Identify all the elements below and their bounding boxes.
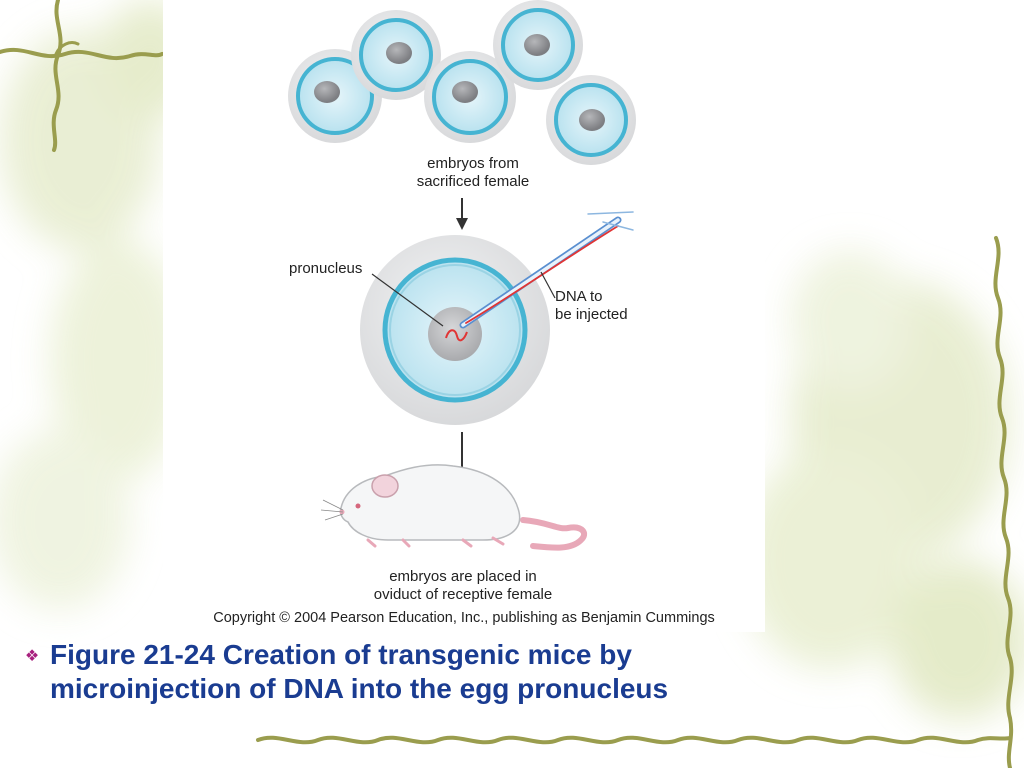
- diamond-bullet-icon: ❖: [24, 648, 40, 665]
- embryo-cell: [351, 10, 441, 100]
- leaf-wash-right: [740, 250, 1024, 720]
- vine-border-right: [993, 236, 1014, 768]
- mouse-ear-icon: [371, 474, 399, 498]
- embryo-cell: [288, 49, 382, 143]
- arrow-down-1: [456, 198, 468, 230]
- vine-border-bottom: [256, 735, 1012, 745]
- dna-leader: [540, 271, 556, 299]
- figure-panel: embryos from sacrificed female pronucleu…: [163, 0, 765, 632]
- label-line: embryos from: [427, 155, 519, 172]
- caption-text: Figure 21-24 Creation of transgenic mice…: [50, 639, 669, 704]
- leaf-wash-left: [0, 0, 200, 610]
- mouse-illustration: [320, 464, 588, 551]
- label-line: oviduct of receptive female: [373, 586, 553, 603]
- label-line: be injected: [555, 306, 628, 323]
- label-line: DNA to: [555, 288, 603, 305]
- embryo-cluster: [288, 0, 636, 165]
- injection-embryo: [360, 235, 550, 425]
- embryo-cell: [546, 75, 636, 165]
- microinjection-figure: [288, 0, 636, 551]
- vine-border-top-left: [0, 0, 164, 152]
- micropipette: [459, 211, 634, 329]
- label-pronucleus: pronucleus: [289, 260, 363, 277]
- embryo-cell: [493, 0, 583, 90]
- label-embryos-from-female: embryos from sacrificed female: [383, 155, 563, 191]
- copyright-notice: Copyright © 2004 Pearson Education, Inc.…: [213, 610, 715, 626]
- mouse-eye-icon: [355, 503, 361, 509]
- label-embryos-placed: embryos are placed in oviduct of recepti…: [358, 568, 568, 604]
- pronucleus-leader: [371, 273, 444, 327]
- slide-caption: ❖ Figure 21-24 Creation of transgenic mi…: [14, 638, 804, 706]
- label-line: embryos are placed in: [389, 568, 537, 585]
- label-dna-to-be-injected: DNA to be injected: [555, 288, 665, 324]
- dna-strand: [445, 329, 468, 342]
- embryo-cell: [424, 51, 516, 143]
- label-line: sacrificed female: [416, 173, 530, 190]
